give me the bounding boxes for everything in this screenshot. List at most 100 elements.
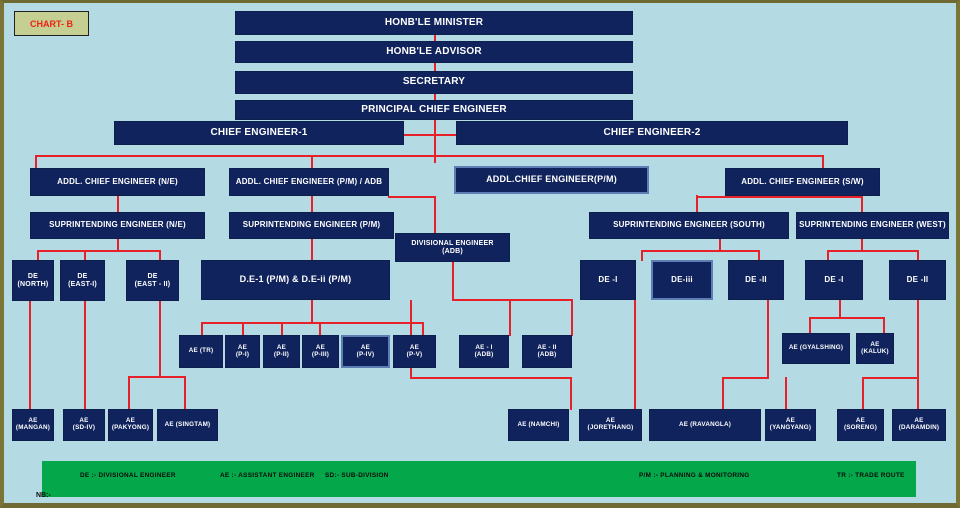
connector-to-ae-p1 bbox=[242, 322, 244, 336]
legend-ae: AE :- ASSISTANT ENGINEER bbox=[220, 472, 315, 479]
connector-sesouth-down bbox=[719, 239, 721, 251]
connector-to-gyalshing bbox=[809, 317, 811, 334]
connector-acesw-bus bbox=[696, 196, 861, 198]
node-de-north[interactable]: DE (NORTH) bbox=[12, 260, 54, 301]
connector-sewest-bus bbox=[827, 250, 918, 252]
connector-minister-advisor bbox=[434, 34, 436, 42]
node-chief-engineer-1[interactable]: CHIEF ENGINEER-1 bbox=[114, 121, 404, 145]
node-ae-adb-1[interactable]: AE - I (ADB) bbox=[459, 335, 509, 368]
connector-desouth2-bus bbox=[722, 377, 769, 379]
connector-to-de-south1 bbox=[641, 250, 643, 261]
connector-sesouth-bus bbox=[641, 250, 758, 252]
node-de1-de2-pm[interactable]: D.E-1 (P/M) & D.E-ii (P/M) bbox=[201, 260, 390, 300]
node-ae-p5[interactable]: AE (P-V) bbox=[393, 335, 436, 368]
node-addl-chief-engineer-pm[interactable]: ADDL.CHIEF ENGINEER(P/M) bbox=[454, 166, 649, 194]
node-superintending-engineer-ne[interactable]: SUPRINTENDING ENGINEER (N/E) bbox=[30, 212, 205, 239]
node-ae-ravangla[interactable]: AE (RAVANGLA) bbox=[649, 409, 761, 441]
connector-to-pakyong bbox=[128, 376, 130, 409]
connector-bus-to-ace-ne bbox=[35, 155, 37, 169]
connector-advisor-secretary bbox=[434, 63, 436, 72]
connector-to-ae-p3 bbox=[319, 322, 321, 336]
connector-deadb-bus bbox=[452, 299, 572, 301]
connector-to-ae-adb2 bbox=[571, 299, 573, 336]
connector-desouth2-down bbox=[767, 300, 769, 378]
node-ae-singtam[interactable]: AE (SINGTAM) bbox=[157, 409, 218, 441]
node-superintending-engineer-south[interactable]: SUPRINTENDING ENGINEER (SOUTH) bbox=[589, 212, 789, 239]
node-de-south-2[interactable]: DE -II bbox=[728, 260, 784, 300]
node-addl-chief-engineer-pm-adb[interactable]: ADDL. CHIEF ENGINEER (P/M) / ADB bbox=[229, 168, 389, 196]
node-superintending-engineer-pm[interactable]: SUPRINTENDING ENGINEER (P/M) bbox=[229, 212, 394, 239]
connector-deeast2-down bbox=[159, 301, 161, 377]
node-de-east-1[interactable]: DE (EAST-I) bbox=[60, 260, 105, 301]
connector-dewest2-bus bbox=[862, 377, 919, 379]
connector-to-se-south bbox=[696, 195, 698, 213]
connector-bus-to-ace-sw bbox=[822, 155, 824, 169]
connector-dewest1-bus bbox=[809, 317, 884, 319]
node-divisional-engineer-adb[interactable]: DIVISIONAL ENGINEER (ADB) bbox=[395, 233, 510, 262]
node-ae-gyalshing[interactable]: AE (GYALSHING) bbox=[782, 333, 850, 364]
node-de-south-3[interactable]: DE-iii bbox=[651, 260, 713, 300]
node-ae-p1[interactable]: AE (P-I) bbox=[225, 335, 260, 368]
connector-to-se-west bbox=[861, 195, 863, 213]
connector-to-de-east2 bbox=[159, 250, 161, 261]
node-ae-daramdin[interactable]: AE (DARAMDIN) bbox=[892, 409, 946, 441]
connector-adb-elbow-v bbox=[434, 196, 436, 233]
connector-to-ae-p2 bbox=[281, 322, 283, 336]
connector-namchi-bus bbox=[410, 377, 570, 379]
connector-deeast2-bus bbox=[128, 376, 184, 378]
node-ae-p3[interactable]: AE (P-III) bbox=[302, 335, 339, 368]
node-ae-namchi[interactable]: AE (NAMCHI) bbox=[508, 409, 569, 441]
node-ae-adb-2[interactable]: AE - II (ADB) bbox=[522, 335, 572, 368]
connector-to-kaluk bbox=[883, 317, 885, 334]
connector-to-ae-p5 bbox=[422, 322, 424, 336]
connector-to-de-south2 bbox=[758, 250, 760, 261]
connector-acene-sene bbox=[117, 195, 119, 213]
node-ae-mangan[interactable]: AE (MANGAN) bbox=[12, 409, 54, 441]
connector-dewest1-down bbox=[839, 300, 841, 318]
node-de-east-2[interactable]: DE (EAST - II) bbox=[126, 260, 179, 301]
node-ae-sd4[interactable]: AE (SD-IV) bbox=[63, 409, 105, 441]
connector-acepm-sepm bbox=[311, 195, 313, 213]
node-de-west-2[interactable]: DE -II bbox=[889, 260, 946, 300]
node-ae-pakyong[interactable]: AE (PAKYONG) bbox=[108, 409, 153, 441]
connector-to-de-west2 bbox=[917, 250, 919, 261]
node-advisor[interactable]: HONB'LE ADVISOR bbox=[235, 41, 633, 63]
connector-de1de2-down bbox=[311, 300, 313, 323]
node-secretary[interactable]: SECRETARY bbox=[235, 71, 633, 94]
legend-tr: TR :- TRADE ROUTE bbox=[837, 472, 905, 479]
node-ae-p4[interactable]: AE (P-IV) bbox=[341, 335, 390, 368]
node-chief-engineer-2[interactable]: CHIEF ENGINEER-2 bbox=[456, 121, 848, 145]
node-principal-chief-engineer[interactable]: PRINCIPAL CHIEF ENGINEER bbox=[235, 100, 633, 120]
legend-de: DE :- DIVISIONAL ENGINEER bbox=[80, 472, 176, 479]
connector-pm-ae-bus bbox=[201, 322, 422, 324]
connector-sewest-down bbox=[861, 239, 863, 251]
connector-to-singtam bbox=[184, 376, 186, 409]
connector-ace-bus bbox=[35, 155, 822, 157]
connector-deeast1-sd4 bbox=[84, 301, 86, 409]
node-ae-jorethang[interactable]: AE (JORETHANG) bbox=[579, 409, 642, 441]
connector-dewest2-down bbox=[917, 300, 919, 378]
connector-to-namchi bbox=[570, 377, 572, 410]
node-ae-tr[interactable]: AE (TR) bbox=[179, 335, 223, 368]
node-ae-yangyang[interactable]: AE (YANGYANG) bbox=[765, 409, 816, 441]
connector-to-yangyang bbox=[785, 377, 787, 410]
node-ae-p2[interactable]: AE (P-II) bbox=[263, 335, 300, 368]
node-de-south-1[interactable]: DE -I bbox=[580, 260, 636, 300]
node-ae-kaluk[interactable]: AE (KALUK) bbox=[856, 333, 894, 364]
node-addl-chief-engineer-ne[interactable]: ADDL. CHIEF ENGINEER (N/E) bbox=[30, 168, 205, 196]
connector-ce1-ce2 bbox=[404, 134, 464, 136]
connector-to-ae-tr bbox=[201, 322, 203, 336]
node-ae-soreng[interactable]: AE (SORENG) bbox=[837, 409, 884, 441]
node-addl-chief-engineer-sw[interactable]: ADDL. CHIEF ENGINEER (S/W) bbox=[725, 168, 880, 196]
connector-to-de-north bbox=[37, 250, 39, 261]
nb-note: NB:- bbox=[36, 492, 51, 499]
node-superintending-engineer-west[interactable]: SUPRINTENDING ENGINEER (WEST) bbox=[796, 212, 949, 239]
chart-label: CHART- B bbox=[14, 11, 89, 36]
connector-adb-elbow-h bbox=[388, 196, 436, 198]
node-minister[interactable]: HONB'LE MINISTER bbox=[235, 11, 633, 35]
connector-deadb-down bbox=[452, 262, 454, 300]
connector-secretary-pce bbox=[434, 93, 436, 102]
legend-bar: DE :- DIVISIONAL ENGINEER AE :- ASSISTAN… bbox=[42, 461, 916, 497]
node-de-west-1[interactable]: DE -I bbox=[805, 260, 863, 300]
legend-sd: SD:- SUB-DIVISION bbox=[325, 472, 389, 479]
